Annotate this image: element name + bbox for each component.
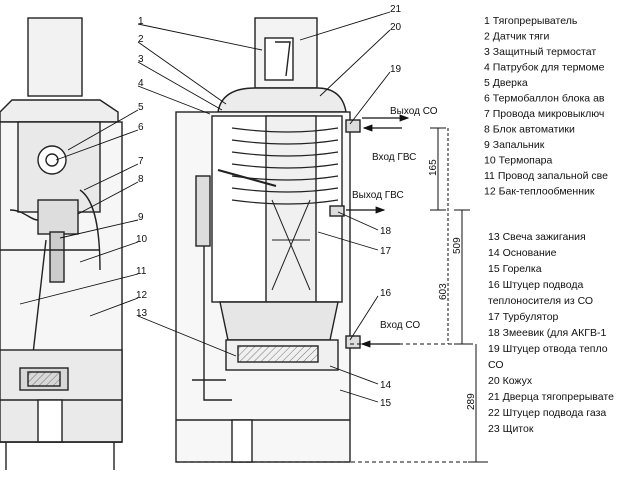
callout-12: 12 xyxy=(136,290,148,301)
legend-item: 9 Запальник xyxy=(484,139,545,151)
legend-upper: 1 Тягопрерыватель 2 Датчик тяги 3 Защитный… xyxy=(484,15,608,198)
dimension-lines xyxy=(176,127,490,463)
legend-item: 22 Штуцер подвода газа xyxy=(488,407,606,419)
legend-item: 17 Турбулятор xyxy=(488,311,559,323)
callout-19: 19 xyxy=(390,64,402,75)
callout-11: 11 xyxy=(136,266,147,277)
callout-20: 20 xyxy=(390,22,402,33)
legend-item: 6 Термобаллон блока ав xyxy=(484,93,605,105)
legend-item: 20 Кожух xyxy=(488,375,533,387)
legend-item: 10 Термопара xyxy=(484,155,553,167)
callout-7: 7 xyxy=(138,156,144,167)
legend-item: 15 Горелка xyxy=(488,263,542,275)
leader-lines xyxy=(19,11,391,403)
callout-5: 5 xyxy=(138,102,144,113)
label-dhw-out: Выход ГВС xyxy=(352,190,404,201)
callout-14: 14 xyxy=(380,380,392,391)
legend-item: 16 Штуцер подвода xyxy=(488,279,584,291)
legend-item: 5 Дверка xyxy=(484,77,528,89)
legend-item: 12 Бак-теплообменник xyxy=(484,186,595,198)
legend-item: 18 Змеевик (для АКГВ-1 xyxy=(488,327,606,339)
callout-15: 15 xyxy=(380,398,392,409)
callout-6: 6 xyxy=(138,122,144,133)
legend-item: 2 Датчик тяги xyxy=(484,31,549,43)
dim-165: 165 xyxy=(428,159,439,176)
callout-9: 9 xyxy=(138,212,144,223)
legend-item: 19 Штуцер отвода тепло xyxy=(488,343,608,355)
legend-item: 14 Основание xyxy=(488,247,557,259)
callout-18: 18 xyxy=(380,226,392,237)
dim-603: 603 xyxy=(438,283,449,300)
callout-3: 3 xyxy=(138,54,144,65)
legend-item: теплоносителя из СО xyxy=(488,295,593,307)
callout-4: 4 xyxy=(138,78,144,89)
label-co-out: Выход СО xyxy=(390,106,438,117)
front-view xyxy=(0,17,123,470)
legend-item: 21 Дверца тягопрерывате xyxy=(488,391,614,403)
legend-item: 8 Блок автоматики xyxy=(484,124,575,136)
legend-item: 23 Щиток xyxy=(488,423,534,435)
callout-1: 1 xyxy=(138,16,144,27)
section-view xyxy=(175,17,361,463)
legend-item: 11 Провод запальной све xyxy=(484,170,608,182)
legend-item: 7 Провода микровыключ xyxy=(484,108,604,120)
legend-item: 3 Защитный термостат xyxy=(484,46,596,58)
callout-16: 16 xyxy=(380,288,392,299)
legend-item: 4 Патрубок для термоме xyxy=(484,62,605,74)
callout-21: 21 xyxy=(390,4,402,15)
callout-10: 10 xyxy=(136,234,148,245)
label-dhw-in: Вход ГВС xyxy=(372,152,416,163)
callout-13: 13 xyxy=(136,308,148,319)
callout-8: 8 xyxy=(138,174,144,185)
legend-item: 13 Свеча зажигания xyxy=(488,231,586,243)
legend-lower: 13 Свеча зажигания 14 Основание 15 Горелка… xyxy=(488,231,614,435)
callouts: 1 2 3 4 5 6 7 8 9 10 11 12 13 14 15 16 1… xyxy=(136,4,402,409)
callout-17: 17 xyxy=(380,246,392,257)
dim-289: 289 xyxy=(466,393,477,410)
callout-2: 2 xyxy=(138,34,144,45)
legend-item: СО xyxy=(488,359,504,371)
label-co-in: Вход СО xyxy=(380,320,420,331)
legend-item: 1 Тягопрерыватель xyxy=(484,15,578,27)
dim-509: 509 xyxy=(452,237,463,254)
coil xyxy=(231,127,339,205)
